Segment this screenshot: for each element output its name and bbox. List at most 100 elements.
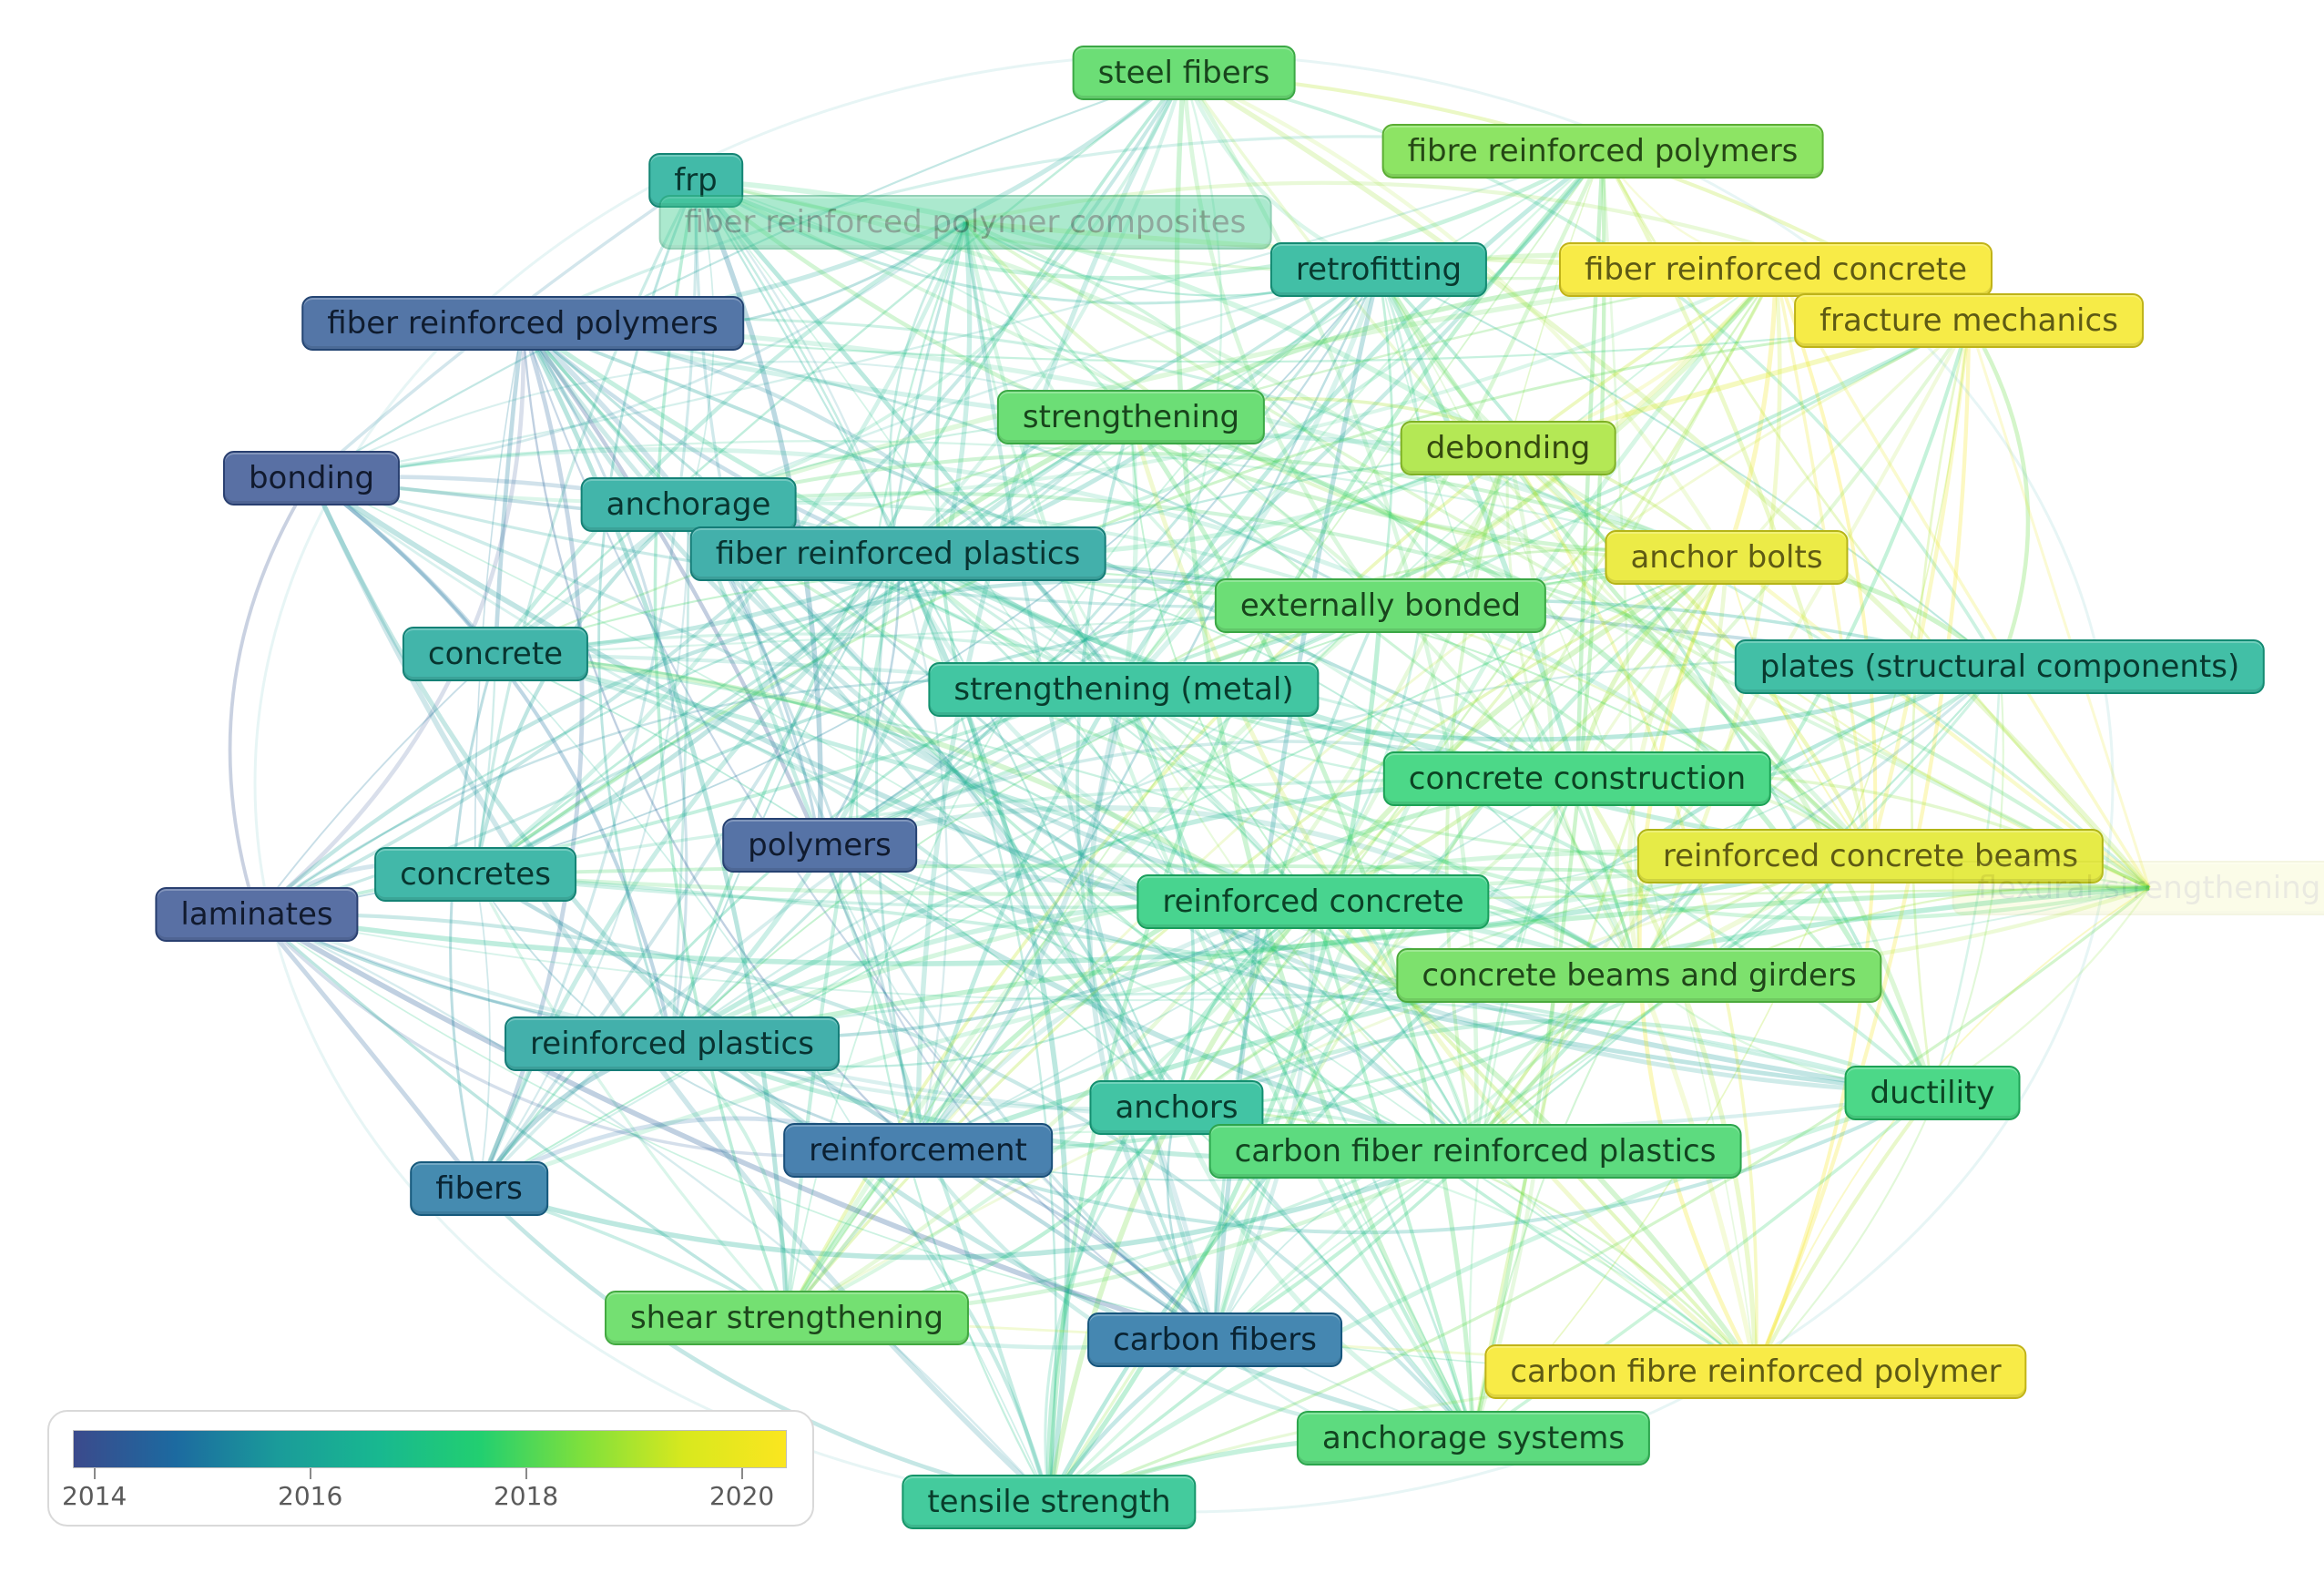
link-edge xyxy=(819,269,1380,846)
link-edge xyxy=(671,553,899,1045)
node-fiber-reinforced-polymer-composites[interactable]: fiber reinforced polymer composites xyxy=(658,195,1272,250)
node-reinforced-concrete[interactable]: reinforced concrete xyxy=(1137,874,1490,929)
node-fibers[interactable]: fibers xyxy=(410,1161,548,1216)
node-frp[interactable]: frp xyxy=(648,153,743,208)
link-edge xyxy=(1506,446,1872,857)
link-edge xyxy=(964,220,1641,976)
link-edge xyxy=(474,322,524,875)
link-edge xyxy=(256,912,1475,1440)
link-edge xyxy=(786,900,1315,1320)
link-edge xyxy=(1380,604,1934,1094)
link-edge xyxy=(311,220,966,480)
node-ductility[interactable]: ductility xyxy=(1844,1066,2021,1120)
link-edge xyxy=(784,776,1578,1320)
link-edge xyxy=(256,913,1050,1503)
node-strengthening-metal[interactable]: strengthening (metal) xyxy=(928,662,1320,717)
link-edge xyxy=(1166,1107,1217,1341)
link-edge xyxy=(1726,557,1871,857)
link-edge xyxy=(311,447,1872,858)
link-edge xyxy=(963,221,1218,1341)
node-anchorage-systems[interactable]: anchorage systems xyxy=(1296,1411,1651,1466)
link-edge xyxy=(311,268,1777,506)
node-debonding[interactable]: debonding xyxy=(1400,421,1616,475)
node-fiber-reinforced-polymers[interactable]: fiber reinforced polymers xyxy=(301,296,744,351)
link-edge xyxy=(1176,1018,1933,1110)
link-edge xyxy=(474,415,1132,876)
node-reinforced-concrete-beams[interactable]: reinforced concrete beams xyxy=(1636,829,2105,883)
node-reinforced-plastics[interactable]: reinforced plastics xyxy=(505,1016,840,1071)
link-edge xyxy=(1506,447,1758,1373)
link-edge xyxy=(897,552,1477,1152)
node-concretes[interactable]: concretes xyxy=(374,847,576,902)
node-anchorage[interactable]: anchorage xyxy=(580,477,797,532)
link-edge xyxy=(963,221,1578,781)
link-edge xyxy=(963,221,1314,904)
link-edge xyxy=(1754,269,1878,1373)
node-shear-strengthening[interactable]: shear strengthening xyxy=(604,1291,970,1345)
link-edge xyxy=(1046,149,1605,1503)
node-reinforcement[interactable]: reinforcement xyxy=(783,1123,1053,1178)
link-edge xyxy=(1213,605,1382,1341)
node-bonding[interactable]: bonding xyxy=(222,451,401,506)
node-carbon-fiber-reinforced-plastics[interactable]: carbon fiber reinforced plastics xyxy=(1208,1124,1742,1179)
link-edge xyxy=(1214,855,1871,1341)
link-edge xyxy=(1474,666,2001,1152)
link-edge xyxy=(694,179,1728,560)
link-edge xyxy=(311,71,1185,479)
node-plates-structural-components[interactable]: plates (structural components) xyxy=(1734,639,2266,694)
node-carbon-fibre-reinforced-polymer[interactable]: carbon fibre reinforced polymer xyxy=(1484,1344,2027,1399)
link-edge xyxy=(695,179,1474,1439)
node-flexural-strengthening[interactable]: flexural strengthening xyxy=(1952,861,2324,915)
link-edge xyxy=(255,912,1216,1343)
link-edge xyxy=(521,322,688,1045)
year-gradient-bar xyxy=(73,1430,787,1468)
link-edge xyxy=(671,992,1933,1095)
link-edge xyxy=(494,651,1314,904)
node-laminates[interactable]: laminates xyxy=(155,887,359,942)
link-edge xyxy=(494,568,1871,857)
link-edge xyxy=(478,557,1728,1190)
link-edge xyxy=(695,178,1872,858)
link-edge xyxy=(896,268,1380,556)
link-edge xyxy=(311,440,1728,559)
node-tensile-strength[interactable]: tensile strength xyxy=(902,1475,1197,1529)
node-fracture-mechanics[interactable]: fracture mechanics xyxy=(1794,293,2144,348)
link-edge xyxy=(695,178,1510,451)
link-edge xyxy=(449,653,497,1190)
node-carbon-fibers[interactable]: carbon fibers xyxy=(1087,1312,1342,1367)
link-edge xyxy=(474,552,900,877)
node-concrete-beams-and-girders[interactable]: concrete beams and girders xyxy=(1396,948,1882,1003)
link-edge xyxy=(1379,150,1605,608)
node-fibre-reinforced-polymers[interactable]: fibre reinforced polymers xyxy=(1381,124,1824,179)
link-edge xyxy=(1213,320,1971,1342)
node-fiber-reinforced-concrete[interactable]: fiber reinforced concrete xyxy=(1559,242,1993,297)
node-polymers[interactable]: polymers xyxy=(722,818,917,873)
node-concrete-construction[interactable]: concrete construction xyxy=(1382,751,1772,806)
link-edge xyxy=(695,179,1381,607)
link-edge xyxy=(1122,269,1381,691)
link-edge xyxy=(494,653,1474,1439)
link-edge xyxy=(1123,689,1757,1373)
link-edge xyxy=(522,322,1476,1153)
node-strengthening[interactable]: strengthening xyxy=(996,390,1266,444)
link-edge xyxy=(256,653,496,915)
link-edge xyxy=(474,319,1970,876)
link-edge xyxy=(695,179,949,1151)
node-concrete[interactable]: concrete xyxy=(402,627,589,681)
link-edge xyxy=(896,72,1186,556)
node-fiber-reinforced-plastics[interactable]: fiber reinforced plastics xyxy=(689,526,1106,581)
link-edge xyxy=(818,149,1605,847)
node-steel-fibers[interactable]: steel fibers xyxy=(1072,46,1296,100)
link-edge xyxy=(1123,268,1779,692)
link-edge xyxy=(521,322,822,846)
node-externally-bonded[interactable]: externally bonded xyxy=(1214,578,1547,633)
link-edge xyxy=(1176,557,1728,1108)
link-edge xyxy=(1378,269,2001,668)
link-edge xyxy=(494,651,1758,1374)
node-anchor-bolts[interactable]: anchor bolts xyxy=(1605,530,1849,585)
link-edge xyxy=(1212,269,1381,1341)
node-retrofitting[interactable]: retrofitting xyxy=(1269,242,1488,297)
link-edge xyxy=(964,220,2150,890)
link-edge xyxy=(1911,320,1971,1094)
